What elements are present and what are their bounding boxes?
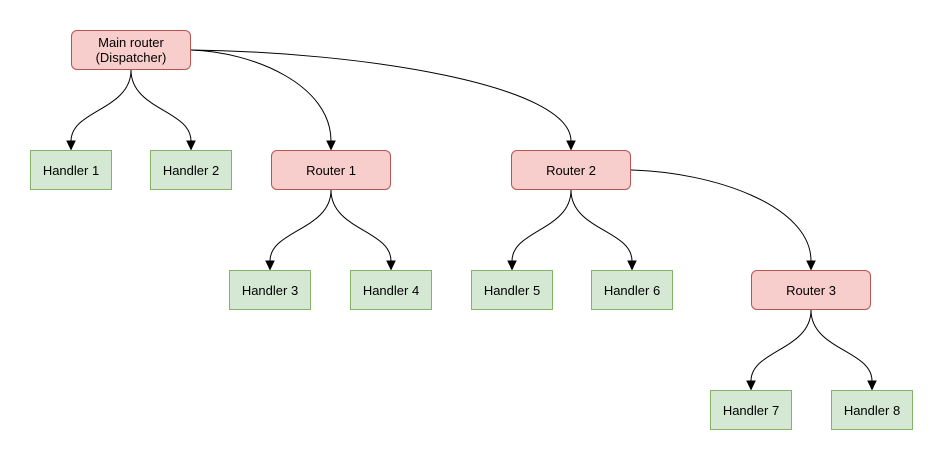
edge-main-router-to-handler-1: [66, 69, 132, 151]
node-main-router: Main router(Dispatcher): [71, 30, 191, 70]
edge-router-3-to-handler-7: [746, 309, 812, 391]
edge-main-router-to-router-2: [190, 49, 576, 151]
node-router-3: Router 3: [751, 270, 871, 310]
edge-router-2-to-handler-6: [570, 189, 637, 271]
node-label: Handler 6: [603, 282, 661, 298]
node-label: Router 3: [786, 282, 836, 298]
node-handler-1: Handler 1: [30, 150, 112, 190]
node-handler-4: Handler 4: [350, 270, 432, 310]
node-router-1: Router 1: [271, 150, 391, 190]
edge-main-router-to-handler-2: [130, 69, 196, 151]
node-handler-5: Handler 5: [471, 270, 553, 310]
node-handler-6: Handler 6: [591, 270, 673, 310]
node-label: Handler 2: [162, 162, 220, 178]
edge-router-1-to-handler-4: [330, 189, 396, 271]
node-label: Handler 7: [722, 402, 780, 418]
node-handler-3: Handler 3: [229, 270, 311, 310]
node-handler-7: Handler 7: [710, 390, 792, 430]
node-handler-8: Handler 8: [831, 390, 913, 430]
node-router-2: Router 2: [511, 150, 631, 190]
node-label: Router 2: [546, 162, 596, 178]
edge-router-2-to-handler-5: [507, 189, 572, 271]
edge-main-router-to-router-1: [190, 49, 336, 151]
node-label: Handler 3: [241, 282, 299, 298]
node-label: Handler 8: [843, 402, 901, 418]
node-label: Main router(Dispatcher): [95, 35, 167, 65]
edge-router-3-to-handler-8: [810, 309, 877, 391]
node-label: Handler 4: [362, 282, 420, 298]
edge-router-2-to-router-3: [630, 169, 816, 271]
node-label: Handler 1: [42, 162, 100, 178]
edge-router-1-to-handler-3: [265, 189, 332, 271]
node-label: Handler 5: [483, 282, 541, 298]
node-handler-2: Handler 2: [150, 150, 232, 190]
node-label: Router 1: [306, 162, 356, 178]
